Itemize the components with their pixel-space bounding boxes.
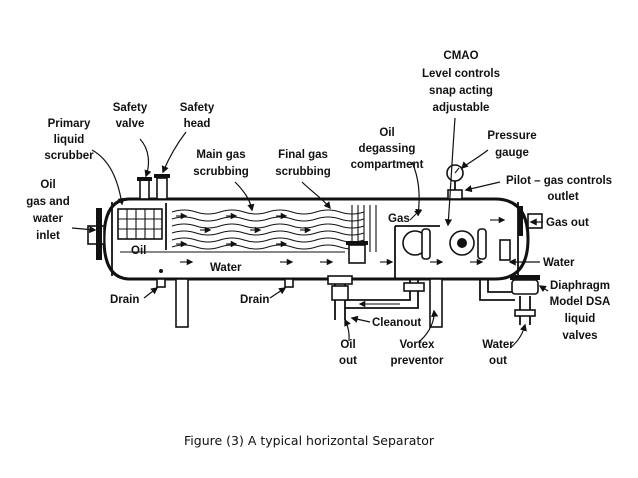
outlet-piping xyxy=(327,275,425,320)
level-controls xyxy=(346,239,511,264)
safety-valve xyxy=(137,177,152,200)
label-primary-2: liquid xyxy=(54,134,85,146)
label-drain-left: Drain xyxy=(110,294,139,306)
label-final-gas-1: Final gas xyxy=(278,149,328,161)
water-outlet-piping xyxy=(479,275,540,325)
label-safety-head-1: Safety xyxy=(180,102,215,114)
label-water-right: Water xyxy=(543,257,575,269)
figure-caption: Figure (3) A typical horizontal Separato… xyxy=(184,433,435,448)
label-safety-head-2: head xyxy=(184,118,211,130)
label-diaphragm-1: Diaphragm xyxy=(550,280,610,292)
label-adjustable: adjustable xyxy=(433,102,490,114)
label-oil-out-2: out xyxy=(339,355,357,367)
label-safety-valve-1: Safety xyxy=(113,102,148,114)
label-degas-1: Oil xyxy=(379,127,394,139)
label-gas-out: Gas out xyxy=(546,217,589,229)
label-diaphragm-4: valves xyxy=(562,330,597,342)
flow-arrows xyxy=(176,209,506,266)
label-oil-inlet-1: Oil xyxy=(40,179,55,191)
label-oil-inlet-2: gas and xyxy=(26,196,69,208)
label-final-gas-2: scrubbing xyxy=(275,166,331,178)
degassing-compartment xyxy=(394,225,487,279)
label-main-gas-2: scrubbing xyxy=(193,166,249,178)
label-level-controls: Level controls xyxy=(422,68,500,80)
label-cleanout: Cleanout xyxy=(372,317,421,329)
label-degas-3: compartment xyxy=(351,159,424,171)
label-diaphragm-2: Model DSA xyxy=(550,296,611,308)
label-pressure-1: Pressure xyxy=(487,130,536,142)
label-oil-inlet-4: inlet xyxy=(36,230,60,242)
gas-out-nozzle xyxy=(518,206,543,236)
label-safety-valve-2: valve xyxy=(116,118,145,130)
label-oil-inlet-3: water xyxy=(32,213,64,225)
safety-head xyxy=(154,174,170,200)
label-pilot-2: outlet xyxy=(547,191,578,203)
label-oil: Oil xyxy=(131,245,146,257)
label-vortex-2: preventor xyxy=(390,355,444,367)
label-diaphragm-3: liquid xyxy=(565,313,596,325)
label-snap-acting: snap acting xyxy=(429,85,493,97)
label-primary-1: Primary xyxy=(48,118,91,130)
label-pilot-1: Pilot – gas controls xyxy=(506,175,612,187)
label-vortex-1: Vortex xyxy=(400,339,436,351)
pilot-outlet xyxy=(447,189,463,200)
inlet-nozzle xyxy=(87,208,105,260)
label-degas-2: degassing xyxy=(359,143,416,155)
label-drain-mid: Drain xyxy=(240,294,269,306)
label-water: Water xyxy=(210,262,242,274)
label-water-out-1: Water xyxy=(482,339,514,351)
label-gas: Gas xyxy=(388,213,410,225)
label-oil-out-1: Oil xyxy=(340,339,355,351)
diagram-labels: CMAO Level controls snap acting adjustab… xyxy=(26,50,612,367)
label-primary-3: scrubber xyxy=(44,150,94,162)
label-main-gas-1: Main gas xyxy=(196,149,245,161)
label-pressure-2: gauge xyxy=(495,147,529,159)
primary-liquid-scrubber xyxy=(117,203,167,250)
drain-mid xyxy=(284,278,294,288)
label-cmao: CMAO xyxy=(443,50,478,62)
drain-left xyxy=(156,269,166,288)
scrubbing-vanes xyxy=(171,205,377,252)
leader-lines xyxy=(71,117,549,349)
label-water-out-2: out xyxy=(489,355,507,367)
